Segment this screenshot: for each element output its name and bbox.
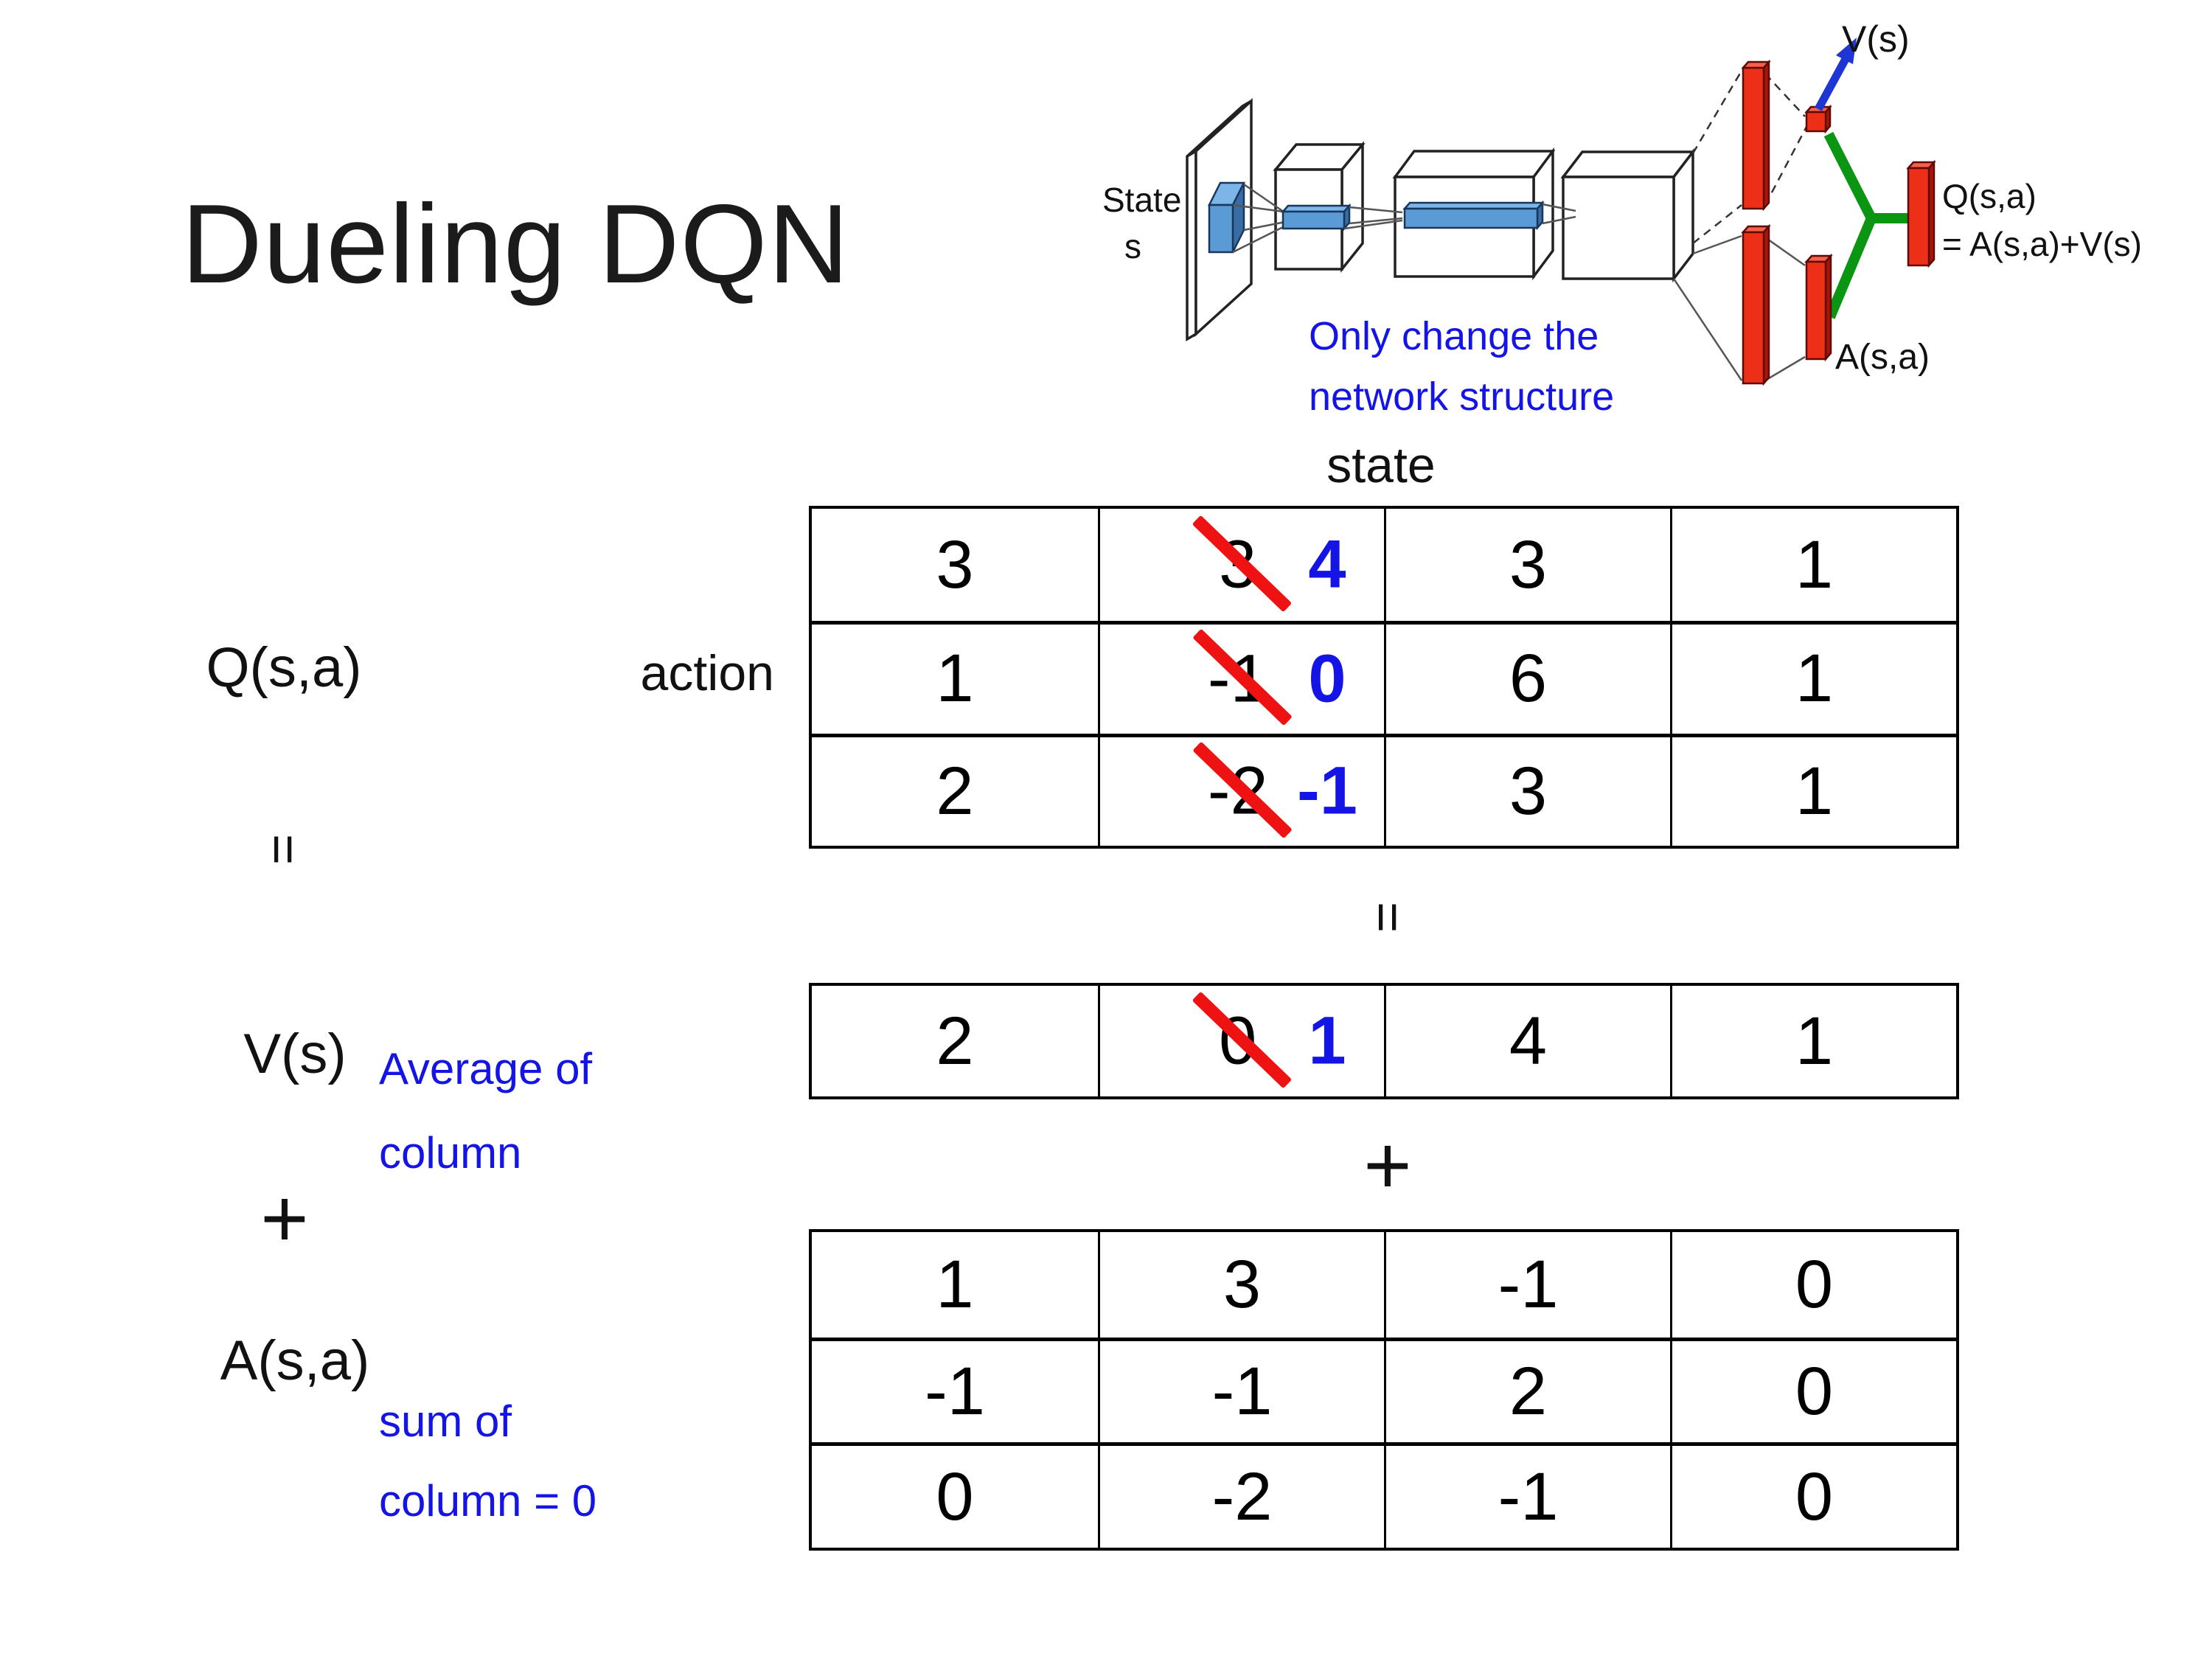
v-arrow — [1815, 38, 1857, 111]
table-cell: 3 — [936, 526, 974, 602]
diagram-state-letter: s — [1124, 227, 1141, 265]
network-diagram: State s V(s) A(s,a) Q(s,a) = A(s,a)+V(s)… — [1102, 18, 2142, 419]
slide-title: Dueling DQN — [181, 181, 850, 307]
v-value-table: 2 0 1 4 1 — [809, 983, 1959, 1099]
table-cell: 2 — [936, 1003, 974, 1079]
v-matrix-label: V(s) — [243, 1023, 347, 1085]
diagram-q-output-label-1: Q(s,a) — [1942, 177, 2037, 215]
q-matrix-label: Q(s,a) — [206, 636, 362, 699]
table-cell: 0 — [812, 1442, 1098, 1548]
diagram-state-word: State — [1102, 181, 1181, 219]
table-cell: -1 — [812, 1337, 1098, 1443]
equals-sign-center: = — [1357, 901, 1417, 933]
replacement-value: -1 — [1297, 753, 1357, 829]
diagram-q-output-label-2: = A(s,a)+V(s) — [1942, 225, 2142, 263]
diagram-v-output-label: V(s) — [1842, 18, 1910, 60]
sum-note-line-2: column = 0 — [379, 1476, 597, 1526]
average-note-line-1: Average of — [379, 1044, 593, 1093]
conv-filter-box — [1207, 181, 1246, 254]
fc-bar-v-stream — [1741, 59, 1771, 212]
table-cell: 3 — [1384, 509, 1670, 622]
projection-lines-3 — [1542, 203, 1576, 225]
table-cell: 0 — [1670, 1337, 1956, 1443]
equals-sign-left: = — [253, 833, 313, 866]
table-cell: 1 — [1670, 509, 1956, 622]
corrected-cell: -1 0 — [1098, 621, 1384, 734]
q-value-table: 3 3 4 3 1 1 -1 0 6 1 2 -2 -1 3 1 — [809, 506, 1959, 849]
table-cell: 1 — [1670, 986, 1956, 1096]
table-cell: 3 — [1384, 733, 1670, 846]
table-cell: -1 — [1384, 1232, 1670, 1338]
table-cell: 4 — [1384, 986, 1670, 1096]
a-matrix-label: A(s,a) — [220, 1329, 370, 1392]
table-cell: 1 — [1670, 621, 1956, 734]
table-cell: 3 — [1098, 1232, 1384, 1338]
q-output-bar — [1906, 159, 1936, 268]
table-cell: 0 — [1670, 1442, 1956, 1548]
corrected-cell: 3 4 — [1098, 509, 1384, 622]
a-stream-lines — [1672, 234, 1806, 382]
projection-lines-2 — [1343, 206, 1403, 230]
fc-bar-a-stream — [1741, 223, 1771, 386]
table-cell: 1 — [812, 621, 1098, 733]
feature-bar-2 — [1402, 200, 1545, 231]
table-cell: -1 — [1384, 1442, 1670, 1548]
v-node — [1804, 104, 1832, 134]
projection-lines-1 — [1232, 183, 1290, 254]
plus-sign-center: + — [1363, 1119, 1412, 1211]
a-node-bar — [1804, 253, 1833, 362]
diagram-a-output-label: A(s,a) — [1835, 338, 1930, 377]
action-axis-label: action — [640, 645, 774, 701]
sum-note-line-1: sum of — [379, 1397, 512, 1446]
a-value-table: 1 3 -1 0 -1 -1 2 0 0 -2 -1 0 — [809, 1229, 1959, 1551]
table-cell: -1 — [1098, 1337, 1384, 1443]
table-cell: 1 — [936, 1246, 974, 1322]
feature-bar-1 — [1281, 203, 1352, 232]
v-stream-dashed-lines — [1691, 70, 1808, 244]
diagram-note-line-2: network structure — [1309, 375, 1614, 419]
state-axis-label: state — [1326, 437, 1436, 493]
plus-sign-left: + — [260, 1172, 309, 1265]
replacement-value: 4 — [1308, 526, 1346, 602]
corrected-cell: -2 -1 — [1098, 733, 1384, 846]
merge-wire — [1823, 131, 1908, 319]
corrected-cell: 0 1 — [1098, 986, 1384, 1096]
diagram-note-line-1: Only change the — [1309, 314, 1599, 358]
table-cell: 0 — [1670, 1232, 1956, 1338]
table-cell: 2 — [812, 733, 1098, 846]
replacement-value: 0 — [1308, 641, 1346, 717]
conv-box-3 — [1560, 147, 1696, 283]
table-cell: 1 — [1670, 733, 1956, 846]
average-note-line-2: column — [379, 1128, 522, 1178]
table-cell: 2 — [1384, 1337, 1670, 1443]
table-cell: 6 — [1384, 621, 1670, 734]
table-cell: -2 — [1098, 1442, 1384, 1548]
replacement-value: 1 — [1308, 1003, 1346, 1079]
